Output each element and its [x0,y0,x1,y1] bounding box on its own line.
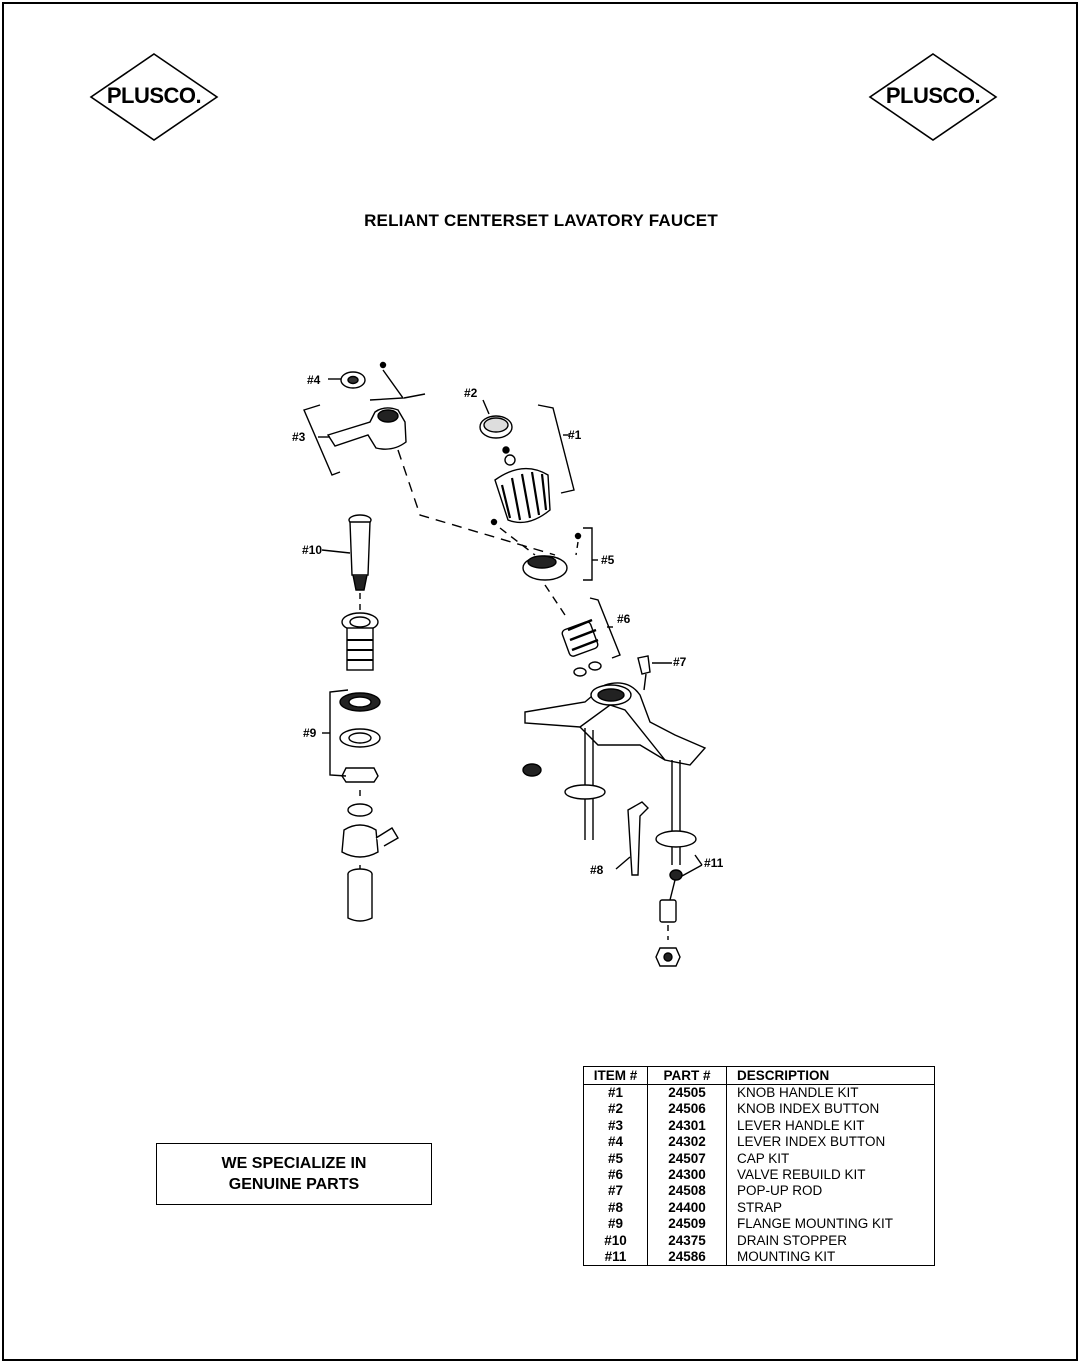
description-cell: KNOB INDEX BUTTON [737,1101,880,1117]
header-item: ITEM # [583,1066,648,1085]
part-cell: 24509 [647,1216,727,1233]
callout-9: #9 [303,726,317,740]
description-cell: CAP KIT [737,1150,790,1166]
description-cell: MOUNTING KIT [737,1249,836,1265]
item-cell: #3 [583,1117,648,1135]
callout-11: #11 [704,856,724,870]
item-cell: #6 [583,1167,648,1184]
part-cell: 24375 [647,1232,727,1250]
part-cell: 24505 [647,1084,727,1102]
part-cell: 24586 [647,1249,727,1266]
callout-4: #4 [307,373,321,387]
plusco-logo-left: PLUSCO. [89,52,219,142]
item-cell: #1 [583,1084,648,1102]
description-cell: POP-UP ROD [737,1183,823,1199]
callout-1: #1 [568,428,582,442]
callout-6: #6 [617,612,631,626]
header-description: DESCRIPTION [726,1066,935,1085]
part-cell: 24508 [647,1183,727,1200]
description-cell: LEVER INDEX BUTTON [737,1134,886,1150]
part-cell: 24507 [647,1150,727,1168]
callout-3: #3 [292,430,306,444]
genuine-parts-banner: WE SPECIALIZE IN GENUINE PARTS [156,1143,432,1205]
item-cell: #10 [583,1232,648,1250]
part-cell: 24301 [647,1117,727,1135]
diamond-logo-icon [89,53,219,141]
page-title: RELIANT CENTERSET LAVATORY FAUCET [364,211,718,230]
item-cell: #8 [583,1199,648,1217]
parts-table-header: ITEM # PART # DESCRIPTION [583,1066,935,1085]
logo-text: PLUSCO. [885,83,981,108]
item-cell: #2 [583,1101,648,1118]
part-cell: 24506 [647,1101,727,1118]
callout-2: #2 [464,386,478,400]
description-cell: STRAP [737,1199,783,1215]
banner-line-2: GENUINE PARTS [228,1176,360,1193]
item-cell: #11 [583,1249,648,1266]
callout-10: #10 [302,543,323,557]
description-cell: VALVE REBUILD KIT [737,1167,866,1183]
faucet-exploded-view [303,361,707,967]
item-cell: #7 [583,1183,648,1200]
description-cell: LEVER HANDLE KIT [737,1117,865,1133]
item-cell: #9 [583,1216,648,1233]
banner-line-1: WE SPECIALIZE IN [221,1155,367,1172]
logo-text: PLUSCO. [106,83,202,108]
header-part: PART # [647,1066,727,1085]
callout-7: #7 [673,655,687,669]
part-cell: 24400 [647,1199,727,1217]
item-cell: #4 [583,1134,648,1151]
description-cell: KNOB HANDLE KIT [737,1085,859,1100]
callout-5: #5 [601,553,615,567]
callout-8: #8 [590,863,604,877]
part-cell: 24302 [647,1134,727,1151]
description-cell: FLANGE MOUNTING KIT [737,1216,894,1232]
plusco-logo-right: PLUSCO. [868,52,998,142]
item-cell: #5 [583,1150,648,1168]
part-cell: 24300 [647,1167,727,1184]
description-cell: DRAIN STOPPER [737,1232,848,1248]
exploded-parts-diagram: #4 #2 #3 #1 #10 #5 #6 #7 #9 #8 #11 [280,350,760,980]
diamond-logo-icon [868,53,998,141]
